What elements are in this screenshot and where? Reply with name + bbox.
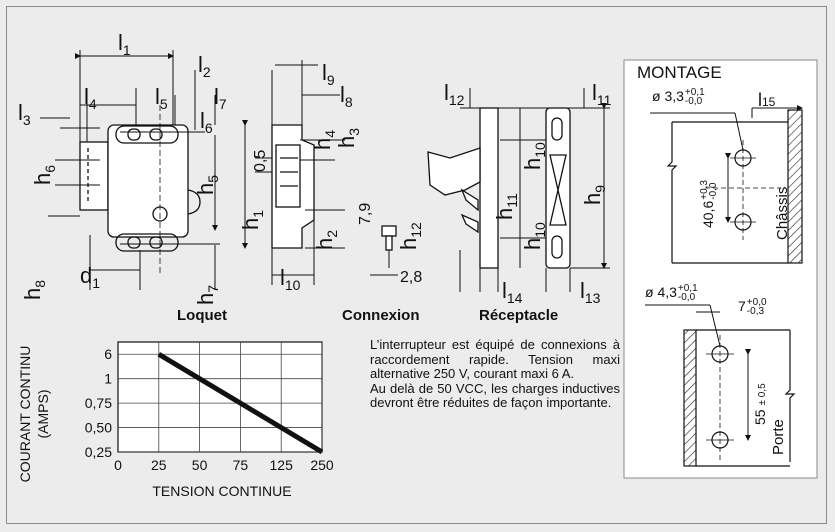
svg-text:h12: h12 (396, 222, 424, 250)
caption-connexion: Connexion (342, 307, 420, 324)
montage-title: MONTAGE (637, 63, 722, 82)
chart-xlabel: TENSION CONTINUE (152, 483, 291, 499)
chassis-hole-tol-plus: +0,1 (684, 87, 705, 99)
svg-text:l13: l13 (580, 278, 601, 306)
chassis-hole-dia-value: ø 3,3 (652, 88, 684, 104)
svg-text:2,8: 2,8 (400, 269, 422, 286)
y-tick-label: 0,25 (85, 444, 112, 460)
porte-offset: 7+0,0-0,3 (738, 297, 767, 318)
svg-text:h10: h10 (520, 222, 548, 250)
x-tick-label: 125 (270, 457, 294, 473)
connexion-dim-labels: l9 l8 h4 h3 0,5 h1 h2 7,9 h12 l10 2,8 (238, 60, 424, 293)
derating-chart: 6 1 0,75 0,50 0,25 0 25 50 75 125 250 COURANT CON… (17, 341, 334, 499)
svg-text:l10: l10 (280, 265, 301, 293)
y-tick-label: 0,75 (85, 395, 112, 411)
caption-loquet: Loquet (177, 307, 227, 324)
svg-text:h10: h10 (520, 142, 548, 170)
svg-text:l1: l1 (118, 30, 131, 58)
note-paragraph-2: Au delà de 50 VCC, les charges inductive… (370, 380, 620, 410)
svg-text:h5: h5 (193, 175, 221, 195)
porte-hole-tol-minus: -0,0 (677, 292, 696, 304)
svg-text:l2: l2 (198, 52, 211, 80)
chart-ylabel-line2: (AMPS) (35, 390, 51, 439)
chassis-hole-dia: ø 3,3+0,1-0,0 (652, 87, 705, 108)
x-tick-label: 75 (233, 457, 249, 473)
y-tick-label: 1 (104, 371, 112, 387)
caption-receptacle: Réceptacle (479, 307, 559, 324)
chart-y-ticks: 6 1 0,75 0,50 0,25 (85, 346, 112, 460)
porte-spacing-value: 55 (752, 409, 768, 425)
porte-hole-dia-value: ø 4,3 (645, 284, 677, 300)
svg-text:l14: l14 (502, 278, 523, 306)
svg-text:h1: h1 (238, 210, 266, 230)
connexion-drawing (242, 60, 398, 285)
chart-series (157, 352, 324, 455)
svg-text:h2: h2 (312, 230, 340, 250)
chassis-spacing-tol-minus: -0,0 (708, 182, 720, 200)
x-tick-label: 250 (310, 457, 334, 473)
x-tick-label: 50 (192, 457, 208, 473)
svg-text:l12: l12 (444, 80, 465, 108)
y-tick-label: 6 (104, 346, 112, 362)
chassis-spacing-value: 40,6 (700, 200, 716, 228)
receptacle-drawing (427, 88, 610, 292)
x-tick-label: 0 (114, 457, 122, 473)
chassis-label: Châssis (774, 186, 791, 240)
chart-ylabel-line1: COURANT CONTINU (17, 346, 33, 483)
svg-text:h9: h9 (580, 185, 608, 205)
svg-text:h7: h7 (193, 285, 221, 305)
svg-text:l7: l7 (214, 84, 227, 112)
porte-offset-tol-plus: +0,0 (746, 297, 767, 309)
porte-hole-dia: ø 4,3+0,1-0,0 (645, 283, 698, 304)
x-tick-label: 25 (151, 457, 167, 473)
svg-text:7,9: 7,9 (357, 203, 374, 225)
svg-text:l3: l3 (18, 100, 31, 128)
porte-spacing-tol: ± 0,5 (757, 383, 768, 406)
latch-drawing (40, 50, 220, 290)
y-tick-label: 0,50 (85, 420, 112, 436)
note-paragraph-1: L’interrupteur est équipé de connexions … (370, 337, 620, 381)
svg-text:l4: l4 (84, 84, 97, 112)
chassis-l15: l15 (758, 90, 776, 110)
svg-text:l5: l5 (155, 84, 168, 112)
porte-label: Porte (770, 419, 787, 455)
svg-text:0,5: 0,5 (252, 150, 269, 172)
svg-text:h8: h8 (20, 280, 48, 300)
porte-offset-tol-minus: -0,3 (746, 306, 765, 318)
svg-text:l9: l9 (322, 60, 335, 88)
montage-panel (623, 59, 818, 479)
svg-text:h3: h3 (334, 128, 362, 148)
svg-text:l8: l8 (340, 82, 353, 110)
chassis-spacing: 40,6+0,3-0,0 (699, 180, 720, 228)
note-text: L’interrupteur est équipé de connexions … (370, 337, 620, 411)
chart-x-ticks: 0 25 50 75 125 250 (114, 457, 334, 473)
svg-text:d1: d1 (80, 263, 100, 291)
chassis-hole-tol-minus: -0,0 (684, 96, 703, 108)
porte-spacing: 55 ± 0,5 (752, 383, 768, 425)
porte-offset-value: 7 (738, 298, 746, 314)
svg-text:h6: h6 (30, 165, 58, 185)
porte-hole-tol-plus: +0,1 (677, 283, 698, 295)
receptacle-dim-labels: l12 l11 h10 h10 h11 h9 l14 l13 (444, 80, 612, 306)
series-line (157, 352, 324, 455)
svg-text:l11: l11 (592, 80, 612, 108)
svg-text:l6: l6 (200, 108, 213, 136)
